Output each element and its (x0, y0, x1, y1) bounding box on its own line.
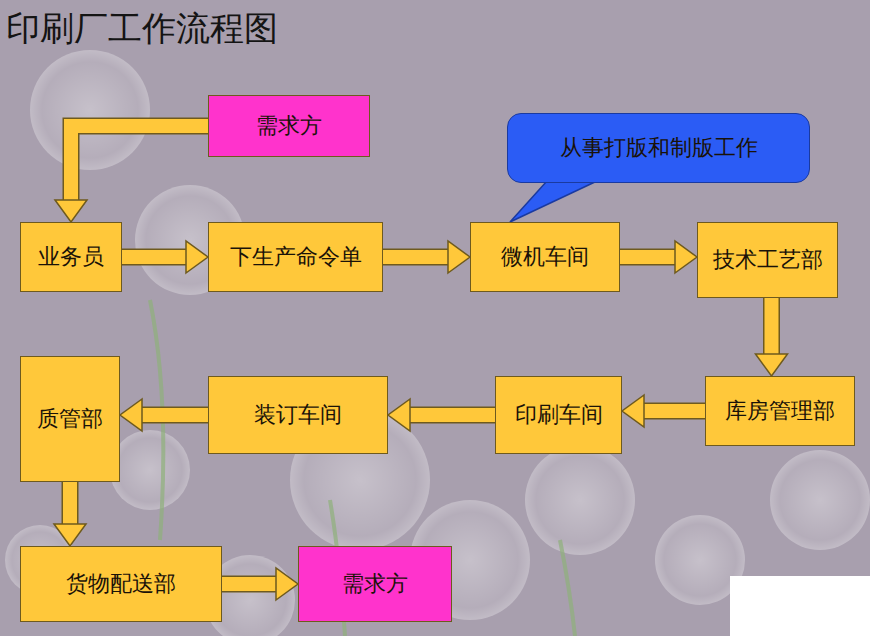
node-label: 货物配送部 (66, 571, 176, 597)
node-label: 质管部 (37, 406, 103, 432)
flow-arrow (388, 399, 495, 431)
callout-tail (510, 181, 597, 222)
process-box: 技术工艺部 (697, 222, 838, 298)
arrow-outline (222, 576, 276, 593)
process-box: 业务员 (20, 222, 122, 292)
arrow-head (448, 241, 470, 273)
node-label: 需求方 (342, 571, 408, 597)
white-patch (730, 576, 870, 636)
arrow-outline (142, 407, 208, 424)
process-box: 质管部 (20, 356, 120, 482)
process-box: 库房管理部 (705, 376, 855, 446)
flow-arrow (383, 241, 470, 273)
flow-arrow (54, 482, 86, 546)
node-label: 微机车间 (501, 244, 589, 270)
arrow-head (55, 200, 87, 222)
arrow-head (388, 399, 410, 431)
arrow-shaft (410, 408, 495, 422)
arrow-shaft (383, 250, 448, 264)
arrow-shaft (71, 126, 208, 200)
flow-arrow (120, 399, 208, 431)
arrow-outline (410, 407, 495, 424)
callout-bubble: 从事打版和制版工作 (507, 113, 810, 183)
arrow-outline (763, 298, 780, 354)
arrow-head (756, 354, 788, 376)
arrow-outline (383, 249, 448, 266)
node-label: 印刷车间 (515, 402, 603, 428)
flow-arrow (55, 126, 208, 222)
flow-arrow (620, 241, 697, 273)
diagram-title: 印刷厂工作流程图 (6, 6, 278, 52)
arrow-head (622, 395, 644, 427)
flow-arrow (222, 568, 298, 600)
arrow-outline (62, 482, 79, 524)
arrow-shaft (620, 250, 675, 264)
arrow-outline (122, 249, 186, 266)
arrow-head (276, 568, 298, 600)
node-label: 从事打版和制版工作 (560, 135, 758, 161)
arrow-head (54, 524, 86, 546)
arrow-shaft (222, 577, 276, 591)
node-label: 库房管理部 (725, 398, 835, 424)
process-box: 装订车间 (208, 376, 388, 454)
node-label: 需求方 (256, 113, 322, 139)
arrow-outline (71, 126, 208, 200)
arrow-outline (620, 249, 675, 266)
flow-arrow (756, 298, 788, 376)
node-label: 业务员 (38, 244, 104, 270)
process-box: 货物配送部 (20, 546, 222, 622)
flow-arrow (622, 395, 705, 427)
source-box: 需求方 (208, 95, 370, 157)
arrow-head (120, 399, 142, 431)
process-box: 微机车间 (470, 222, 620, 292)
source-box: 需求方 (298, 546, 452, 622)
arrow-shaft (644, 404, 705, 418)
arrow-shaft (765, 298, 779, 354)
arrow-shaft (142, 408, 208, 422)
arrow-head (675, 241, 697, 273)
process-box: 下生产命令单 (208, 222, 383, 292)
node-label: 下生产命令单 (230, 244, 362, 270)
arrow-shaft (122, 250, 186, 264)
bokeh (5, 50, 870, 636)
node-label: 技术工艺部 (713, 247, 823, 273)
arrow-outline (644, 403, 705, 420)
process-box: 印刷车间 (495, 376, 622, 454)
node-label: 装订车间 (254, 402, 342, 428)
arrow-shaft (63, 482, 77, 524)
arrow-head (186, 241, 208, 273)
flow-arrow (122, 241, 208, 273)
